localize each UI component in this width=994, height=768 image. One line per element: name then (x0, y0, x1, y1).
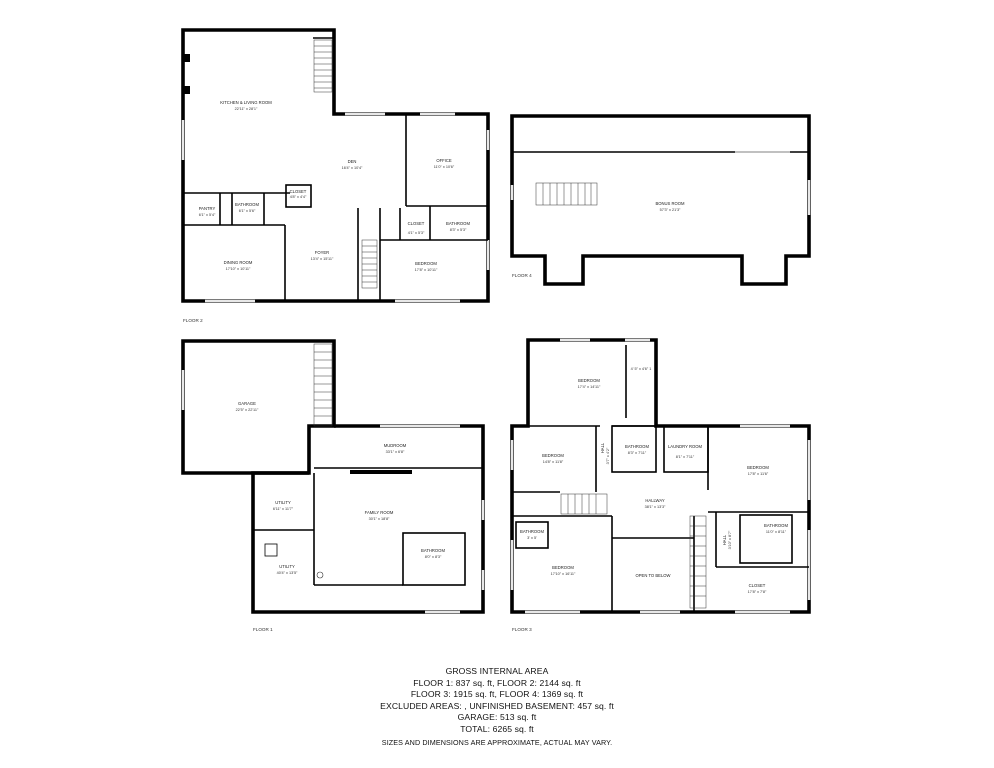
floor-1-stairs (313, 343, 333, 427)
f2-closet1-dim: 4'8" x 4'4" (290, 195, 307, 199)
f2-den-dim: 16'4" x 10'4" (342, 166, 363, 170)
f3-open-name: OPEN TO BELOW (636, 573, 671, 578)
f1-utility1-dim: 6'11" x 11'7" (273, 507, 294, 511)
f3-bath1-dim: 8'3" x 7'11" (628, 451, 647, 455)
f2-den-name: DEN (348, 159, 357, 164)
f1-utility1-name: UTILITY (275, 500, 291, 505)
f4-bonus-name: BONUS ROOM (655, 201, 685, 206)
summary-line-3: EXCLUDED AREAS: , UNFINISHED BASEMENT: 4… (380, 700, 614, 711)
f3-closet-note: 4' 5" x 4'6" 1 (631, 367, 652, 371)
floor-2-plan: KITCHEN & LIVING ROOM 22'11" x 28'1" DEN… (181, 28, 490, 323)
f3-bath-small-name: BATHROOM (520, 529, 544, 534)
f3-bath2-dim: 11'0" x 8'11" (766, 530, 787, 534)
f2-closet2-name: CLOSET (408, 221, 425, 226)
floor-2-stairs (313, 39, 378, 289)
f3-bed-bottom-name: BEDROOM (552, 565, 574, 570)
f3-hall2-dim: 3'10" x 8'7" (728, 530, 732, 549)
f1-family-dim: 30'1" x 18'8" (369, 517, 390, 521)
f1-utility2-name: UTILITY (279, 564, 295, 569)
f1-family-name: FAMILY ROOM (365, 510, 394, 515)
f3-bath2-name: BATHROOM (764, 523, 788, 528)
area-summary: GROSS INTERNAL AREA FLOOR 1: 837 sq. ft,… (297, 666, 697, 748)
f3-hall2-name: HALL (722, 534, 727, 545)
f2-office-dim: 11'0" x 10'6" (434, 165, 455, 169)
f2-office-name: OFFICE (436, 158, 452, 163)
floor-1-label: FLOOR 1 (253, 627, 273, 632)
summary-title: GROSS INTERNAL AREA (445, 666, 549, 676)
f2-bath1-dim: 6'1" x 5'6" (239, 209, 256, 213)
f3-hall1-dim: 3'7" x 4'2" (606, 447, 610, 464)
f3-hall1-name: HALL (600, 442, 605, 453)
floor-4-stairs (535, 182, 598, 206)
floor-1-interior-walls (253, 467, 483, 586)
f2-pantry-name: PANTRY (199, 206, 216, 211)
floor-3-label: FLOOR 3 (512, 627, 532, 632)
f3-bed-left-name: BEDROOM (542, 453, 564, 458)
f3-bed-right-dim: 17'8" x 11'6" (748, 472, 769, 476)
f2-kitchen-dim: 22'11" x 28'1" (235, 107, 258, 111)
floor-2-label: FLOOR 2 (183, 318, 203, 323)
summary-note: SIZES AND DIMENSIONS ARE APPROXIMATE, AC… (381, 737, 613, 747)
floor-3-plan: BEDROOM 17'4" x 14'11" BEDROOM 14'8" x 1… (510, 338, 811, 632)
f3-bed-top-name: BEDROOM (578, 378, 600, 383)
f2-dining-name: DINING ROOM (224, 260, 253, 265)
f3-closet-dim: 17'8" x 7'8" (748, 590, 767, 594)
f1-bath-name: BATHROOM (421, 548, 445, 553)
f2-closet2-dim: 4'1" x 5'3" (408, 231, 425, 235)
f2-bedroom-name: BEDROOM (415, 261, 437, 266)
summary-line-5: TOTAL: 6265 sq. ft (460, 723, 534, 734)
f3-closet-name: CLOSET (749, 583, 766, 588)
summary-line-4: GARAGE: 513 sq. ft (457, 712, 537, 723)
floor-4-plan: BONUS ROOM 57'3" x 21'3" FLOOR 4 (510, 114, 811, 286)
f2-kitchen-name: KITCHEN & LIVING ROOM (220, 100, 272, 105)
f3-bath-small-dim: 3' x 5' (527, 536, 537, 540)
f2-bath2-dim: 8'3" x 5'3" (450, 228, 467, 232)
summary-line-2: FLOOR 3: 1915 sq. ft, FLOOR 4: 1369 sq. … (410, 689, 584, 700)
floor-1-plan: GARAGE 22'5" x 22'11" MUDROOM 33'1" x 6'… (181, 339, 485, 632)
f3-bed-top-dim: 17'4" x 14'11" (578, 385, 601, 389)
f1-utility2-dim: 40'4" x 13'5" (277, 571, 298, 575)
f2-bath2-name: BATHROOM (446, 221, 470, 226)
f3-bed-left-dim: 14'8" x 11'8" (543, 460, 564, 464)
f2-foyer-name: FOYER (315, 250, 329, 255)
f4-bonus-dim: 57'3" x 21'3" (660, 208, 681, 212)
f3-bed-right-name: BEDROOM (747, 465, 769, 470)
floor-1-garage-walls (181, 339, 336, 475)
f3-bed-bottom-dim: 17'10" x 16'11" (551, 572, 576, 576)
f2-foyer-dim: 13'4" x 15'11" (311, 257, 334, 261)
f3-laundry-dim: 8'1" x 7'11" (676, 455, 695, 459)
summary-line-1: FLOOR 1: 837 sq. ft, FLOOR 2: 2144 sq. f… (413, 677, 581, 688)
f3-laundry-name: LAUNDRY ROOM (668, 444, 703, 449)
f2-pantry-dim: 6'1" x 5'4" (199, 213, 216, 217)
floor-3-stairs (560, 493, 707, 609)
f1-bath-dim: 8'0" x 8'3" (425, 555, 442, 559)
f3-hallway-dim: 38'1" x 13'3" (645, 505, 666, 509)
f2-dining-dim: 17'10" x 10'11" (226, 267, 251, 271)
floor-3-interior-walls (512, 345, 809, 612)
f1-garage-dim: 22'5" x 22'11" (236, 408, 259, 412)
f2-closet1-name: CLOSET (290, 189, 307, 194)
f3-hallway-name: HALLWAY (645, 498, 664, 503)
floor-4-label: FLOOR 4 (512, 273, 532, 278)
floor-2-interior-walls (183, 37, 488, 301)
f1-mudroom-dim: 33'1" x 6'8" (386, 450, 405, 454)
floor-4-outer-walls (510, 114, 811, 286)
f1-mudroom-name: MUDROOM (384, 443, 407, 448)
f3-bath1-name: BATHROOM (625, 444, 649, 449)
floor-3-outer-walls (510, 338, 811, 614)
floor-2-outer-walls (181, 28, 490, 303)
f2-bath1-name: BATHROOM (235, 202, 259, 207)
f1-garage-name: GARAGE (238, 401, 256, 406)
f2-bedroom-dim: 17'8" x 10'11" (415, 268, 438, 272)
